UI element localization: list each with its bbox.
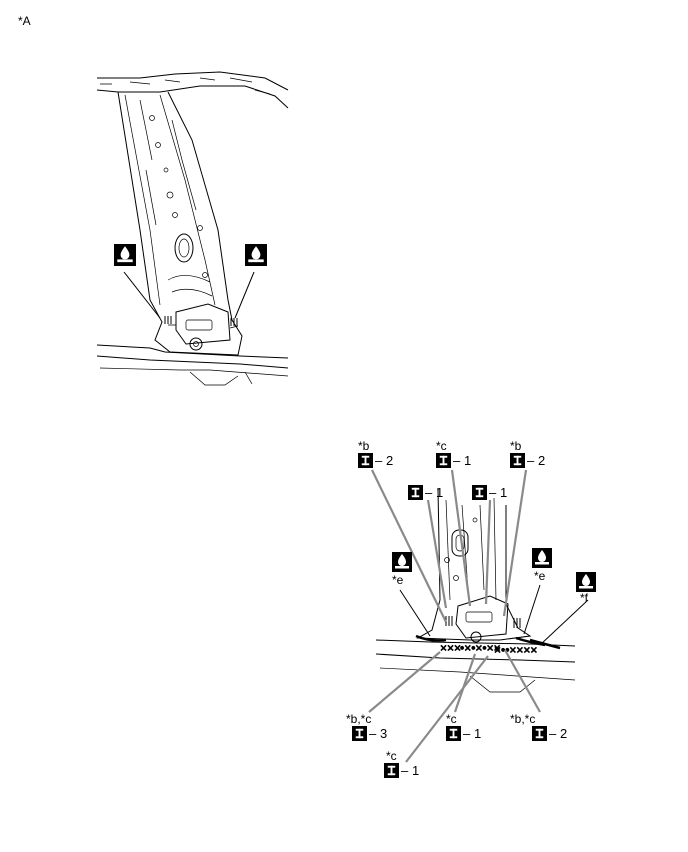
callout-dash: – (453, 453, 461, 468)
callout-number: 1 (412, 763, 419, 778)
callout-number: 3 (380, 726, 387, 741)
sealer-ref: *e (392, 573, 404, 587)
callout-ref: *c (436, 439, 447, 453)
sealer-icon (392, 552, 412, 572)
callout-tl: *b – 2 (358, 439, 393, 468)
part-i-icon (510, 453, 525, 468)
part-i-icon (532, 726, 547, 741)
sealer-callout-e-right: *e (532, 548, 552, 583)
part-i-icon (384, 763, 399, 778)
callout-number: 2 (560, 726, 567, 741)
callout-ref: *c (446, 712, 457, 726)
callout-dash: – (401, 763, 409, 778)
callout-bc: *c – 1 (446, 712, 481, 741)
sealer-icon (114, 244, 136, 266)
callout-number: 2 (386, 453, 393, 468)
callout-dash: – (527, 453, 535, 468)
callout-dash: – (549, 726, 557, 741)
callout-number: 1 (500, 485, 507, 500)
callout-br: *b,*c – 2 (510, 712, 567, 741)
callout-dash: – (425, 485, 433, 500)
sealer-icon (245, 244, 267, 266)
callout-ref: *c (386, 749, 397, 763)
sealer-icon (576, 572, 596, 592)
part-i-icon (408, 485, 423, 500)
callout-number: 1 (436, 485, 443, 500)
part-i-icon (436, 453, 451, 468)
part-i-icon (472, 485, 487, 500)
callout-ref: *b (510, 439, 522, 453)
svg-text:×××: ××× (440, 641, 461, 655)
sealer-icon (532, 548, 552, 568)
callout-bl: *b,*c – 3 (346, 712, 387, 741)
svg-text:×••××××: ×••×××× (494, 643, 537, 657)
svg-text:•×•×•××: •×•×•×× (460, 641, 501, 655)
callout-number: 2 (538, 453, 545, 468)
callout-mr: – 1 (472, 485, 507, 500)
callout-bb: *c – 1 (384, 749, 419, 778)
callout-tr: *b – 2 (510, 439, 545, 468)
callout-number: 1 (464, 453, 471, 468)
callout-ml: – 1 (408, 485, 443, 500)
callout-ref: *b,*c (510, 712, 535, 726)
callout-ref: *b (358, 439, 370, 453)
figure-tag: *A (18, 14, 31, 28)
callout-dash: – (463, 726, 471, 741)
callout-dash: – (375, 453, 383, 468)
callout-dash: – (489, 485, 497, 500)
bottom-view-illustration: ××× •×•×•×× ×••×××× (368, 469, 589, 763)
callout-number: 1 (474, 726, 481, 741)
sealer-callout-e-left: *e (392, 552, 412, 587)
callout-ref: *b,*c (346, 712, 371, 726)
part-i-icon (446, 726, 461, 741)
sealer-ref: *f (580, 591, 589, 605)
part-i-icon (358, 453, 373, 468)
sealer-ref: *e (534, 569, 546, 583)
sealer-callout-f: *f (576, 572, 596, 605)
callout-dash: – (369, 726, 377, 741)
top-view-illustration (96, 71, 289, 386)
callout-tc: *c – 1 (436, 439, 471, 468)
part-i-icon (352, 726, 367, 741)
